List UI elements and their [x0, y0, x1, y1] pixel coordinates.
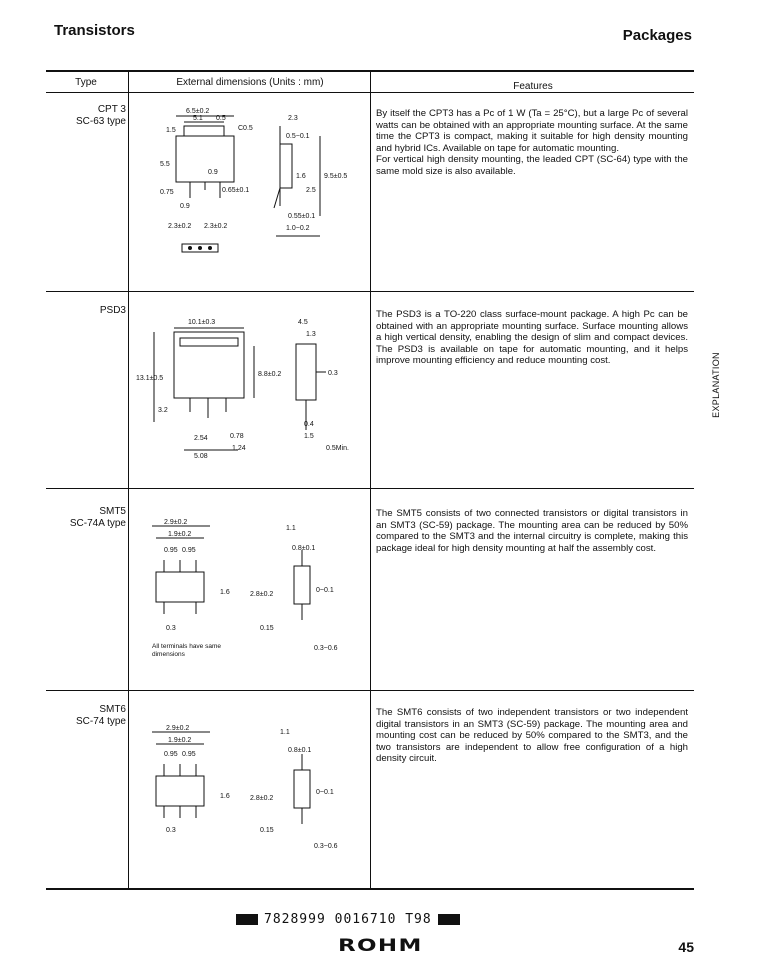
dim-label: 2.9±0.2	[164, 519, 187, 526]
dim-label: 0.4	[304, 421, 314, 428]
section-title: Transistors	[54, 22, 135, 39]
side-tab: EXPLANATION	[711, 352, 721, 418]
dim-label: 1.5	[304, 433, 314, 440]
dim-label: 0.78	[230, 433, 244, 440]
dim-label: 0.3~0.6	[314, 843, 338, 850]
dim-label: 0.9	[208, 169, 218, 176]
dim-label: 2.3±0.2	[168, 223, 191, 230]
dim-note: All terminals have same	[152, 643, 221, 650]
dim-label: 0.8±0.1	[288, 747, 311, 754]
dim-label: 0.5−0.1	[286, 133, 310, 140]
dim-label: 0.3	[166, 827, 176, 834]
dim-label: 1.6	[220, 793, 230, 800]
dim-label: 1.5	[166, 127, 176, 134]
features-cpt3: By itself the CPT3 has a Pc of 1 W (Ta =…	[376, 108, 688, 177]
row-rule-1	[46, 291, 694, 292]
dim-note: dimensions	[152, 651, 186, 658]
dim-label: 10.1±0.3	[188, 319, 215, 326]
dim-label: 1.1	[280, 729, 290, 736]
row-rule-3	[46, 690, 694, 691]
table-bottom-rule	[46, 888, 694, 890]
dim-label: 1.0−0.2	[286, 225, 310, 232]
dim-label: 1.3	[306, 331, 316, 338]
dim-label: 0.95	[164, 751, 178, 758]
diagram-smt5: 2.9±0.2 1.9±0.2 0.95 0.95 1.1 0.8±0.1 1.…	[130, 510, 370, 670]
dim-label: 2.9±0.2	[166, 725, 189, 732]
dim-label: 0.15	[260, 625, 274, 632]
dim-label: 2.3	[288, 115, 298, 122]
rohm-logo: ROHM	[338, 936, 423, 956]
dim-label: 0.9	[180, 203, 190, 210]
dim-label: 9.5±0.5	[324, 173, 347, 180]
dim-label: 0~0.1	[316, 789, 334, 796]
dim-label: 0.15	[260, 827, 274, 834]
dim-label: 1.9±0.2	[168, 737, 191, 744]
features-psd3: The PSD3 is a TO-220 class surface-mount…	[376, 309, 688, 367]
type-psd3: PSD3	[99, 305, 126, 316]
dim-label: 5.1	[193, 115, 203, 122]
dim-label: 0.3	[166, 625, 176, 632]
dim-label: 1.6	[296, 173, 306, 180]
dim-label: 0.55±0.1	[288, 213, 315, 220]
dim-label: 2.8±0.2	[250, 591, 273, 598]
header-type: Type	[75, 77, 97, 88]
features-smt5: The SMT5 consists of two connected trans…	[376, 508, 688, 554]
col-divider-1	[128, 70, 129, 888]
section-subtitle: Packages	[622, 27, 692, 44]
dim-label: 6.5±0.2	[186, 108, 209, 115]
dim-label: 0.75	[160, 189, 174, 196]
dim-label: 8.8±0.2	[258, 371, 281, 378]
header-dimensions: External dimensions (Units : mm)	[176, 77, 324, 88]
dim-label: 1.9±0.2	[168, 531, 191, 538]
dim-label: 3.2	[158, 407, 168, 414]
header-features: Features	[513, 81, 553, 92]
barcode-block-right	[437, 914, 460, 925]
dim-label: 2.3±0.2	[204, 223, 227, 230]
dim-label: 2.5	[306, 187, 316, 194]
diagram-cpt3: 6.5±0.2 5.1 0.5 C0.5 2.3 0.5−0.1 1.5 5.5…	[130, 96, 370, 286]
dim-label: 5.08	[194, 453, 208, 460]
page-number: 45	[678, 939, 694, 955]
col-divider-2	[370, 70, 371, 888]
dim-label: 0.5	[216, 115, 226, 122]
dim-label: 1.6	[220, 589, 230, 596]
dim-label: 0~0.1	[316, 587, 334, 594]
dim-label: 2.8±0.2	[250, 795, 273, 802]
row-rule-2	[46, 488, 694, 489]
dim-label: 1.1	[286, 525, 296, 532]
barcode-line: 7828999 0016710 T98	[230, 912, 466, 927]
dim-label: 0.8±0.1	[292, 545, 315, 552]
dim-label: 5.5	[160, 161, 170, 168]
dim-label: 0.95	[182, 751, 196, 758]
dim-label: 0.95	[182, 547, 196, 554]
dim-label: 1.24	[232, 445, 246, 452]
dim-label: 0.65±0.1	[222, 187, 249, 194]
diagram-psd3: 10.1±0.3 4.5 1.3 13.1±0.5 8.8±0.2 0.3 3.…	[130, 300, 370, 480]
dim-label: 0.3	[328, 370, 338, 377]
dim-label: 0.3~0.6	[314, 645, 338, 652]
features-smt6: The SMT6 consists of two independent tra…	[376, 707, 688, 765]
barcode-block-left	[236, 914, 258, 925]
dim-label: 13.1±0.5	[136, 375, 163, 382]
dim-label: 2.54	[194, 435, 208, 442]
dim-label: 0.5Min.	[326, 445, 349, 452]
dim-label: 4.5	[298, 319, 308, 326]
dim-label: C0.5	[238, 125, 253, 132]
dim-label: 0.95	[164, 547, 178, 554]
diagram-smt6: 2.9±0.2 1.9±0.2 0.95 0.95 1.1 0.8±0.1 1.…	[130, 718, 370, 868]
